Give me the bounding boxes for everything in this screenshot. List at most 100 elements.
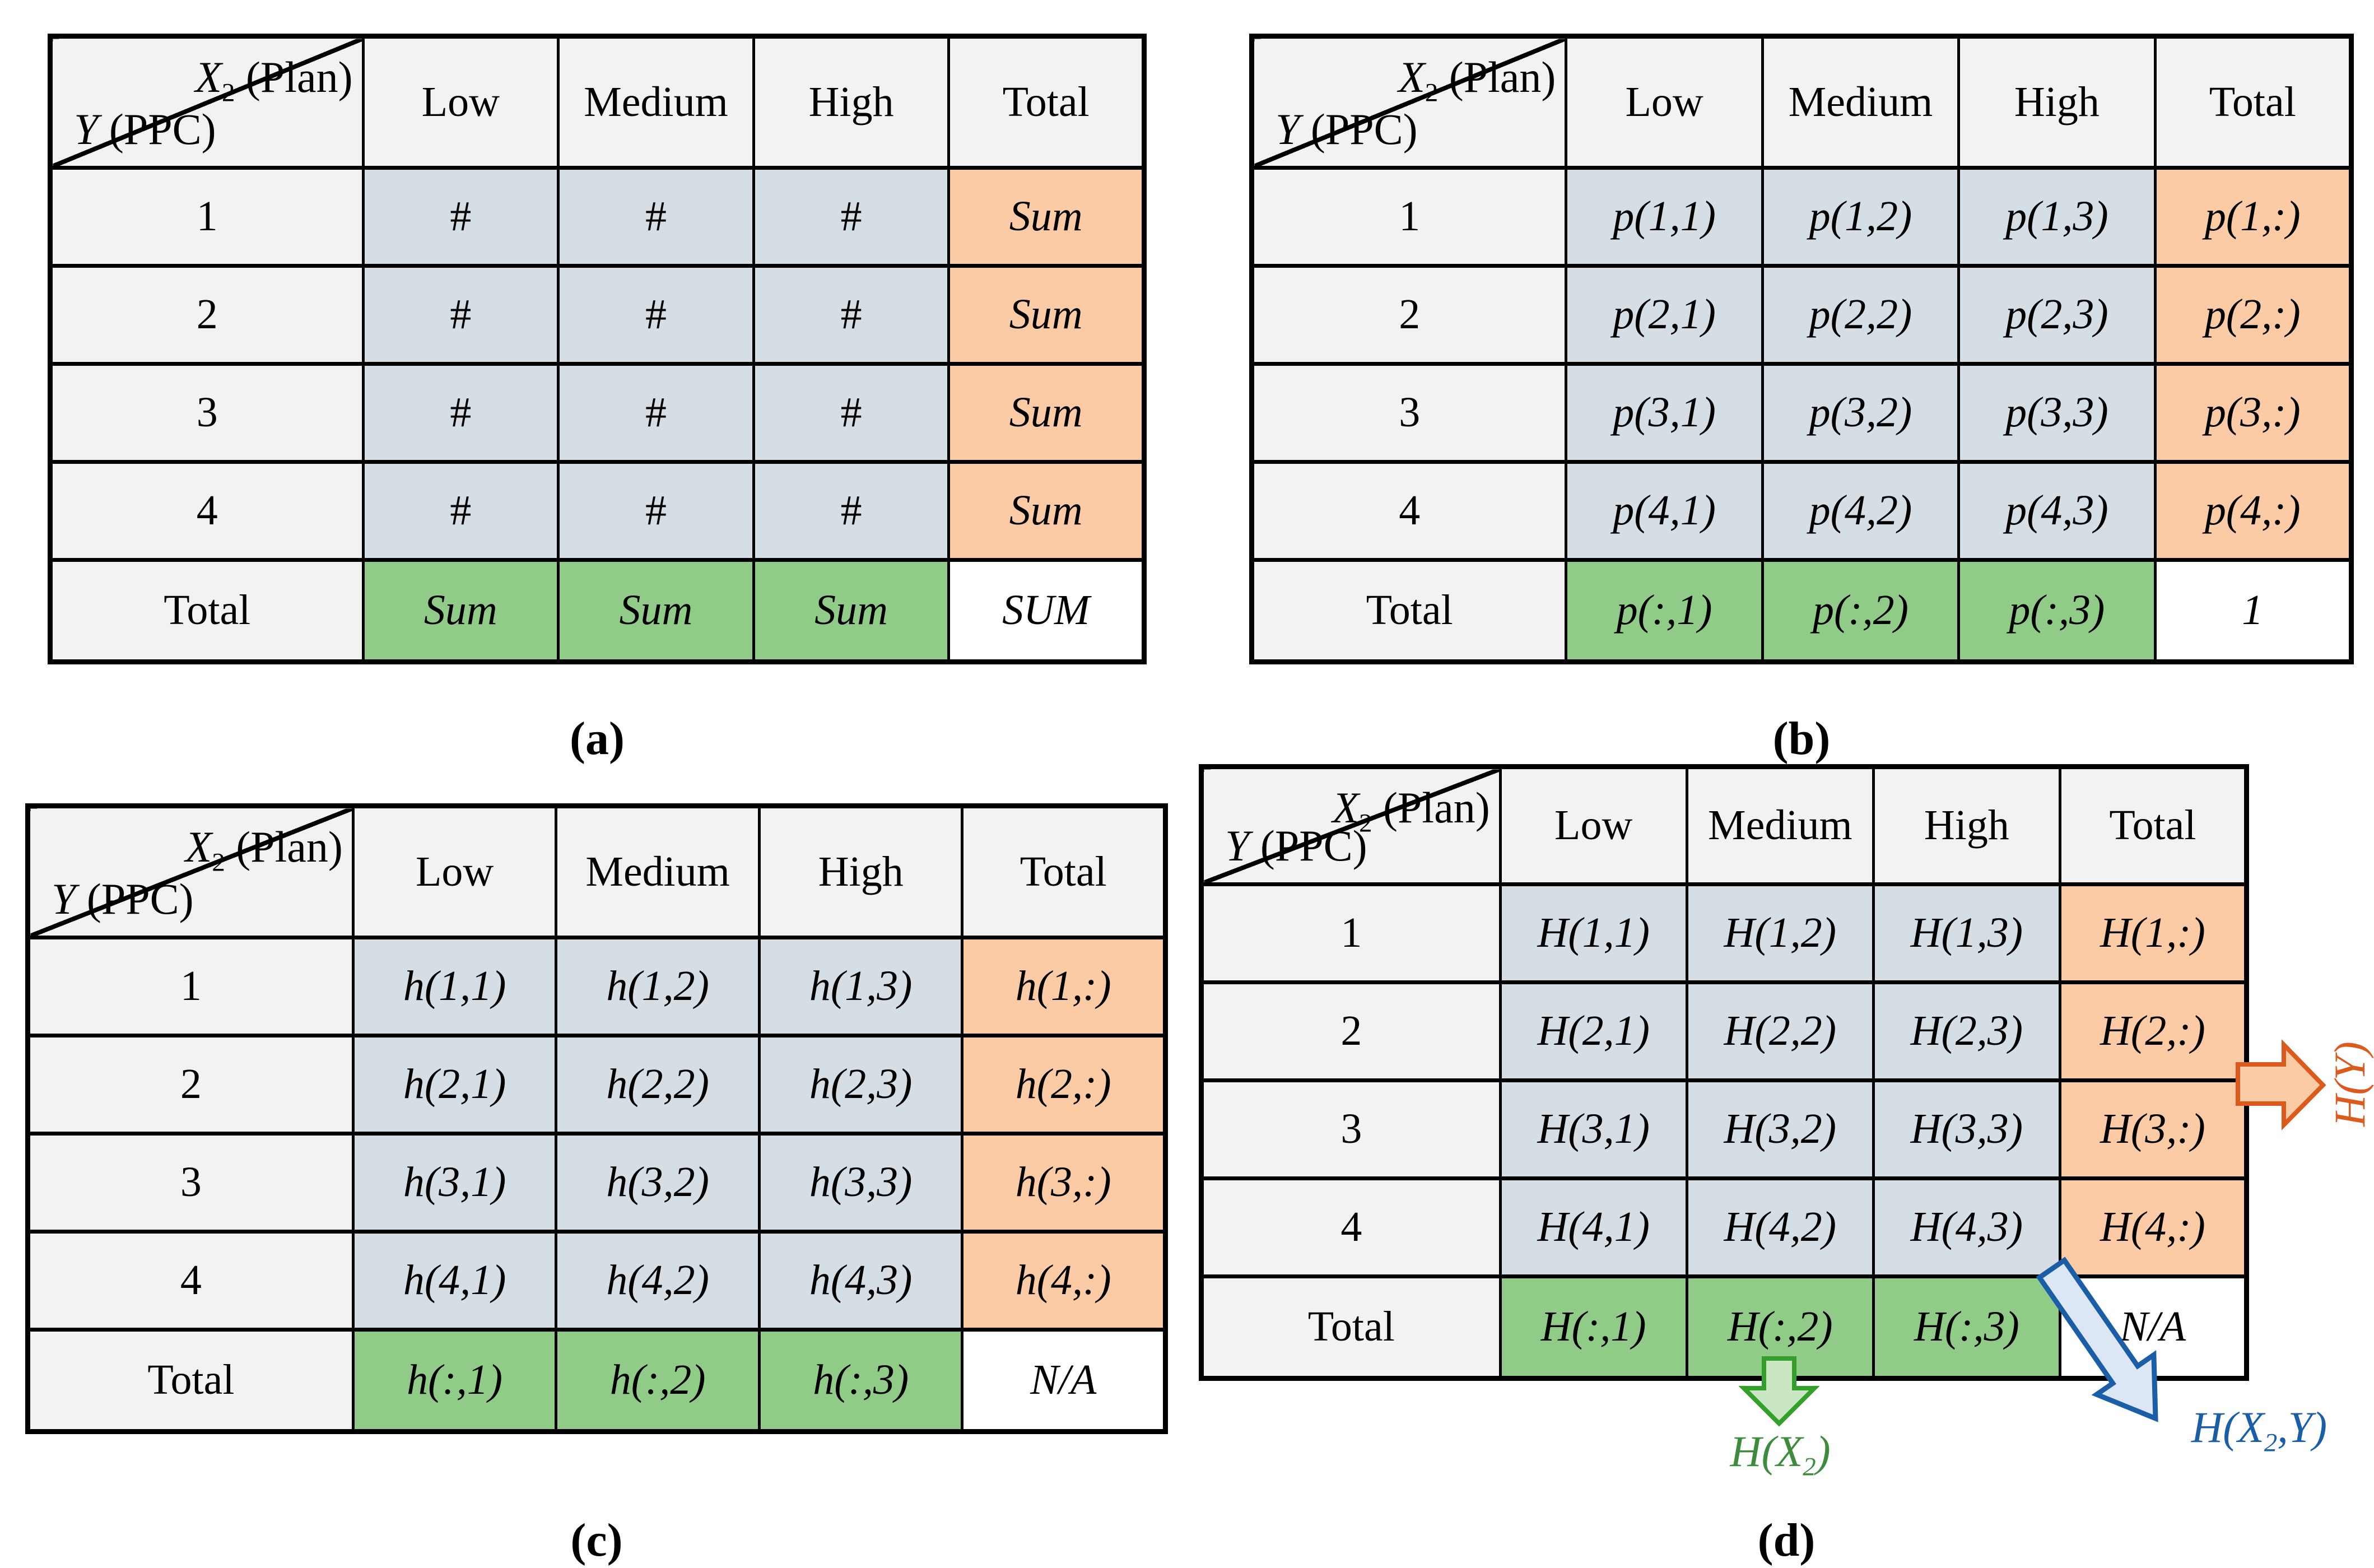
ppc-text: (PPC) — [76, 874, 194, 924]
grand-total-cell: SUM — [947, 558, 1146, 664]
table-a-counts: X2 (Plan) Y (PPC) Low Medium High Total … — [48, 34, 1147, 664]
corner-cell: X2 (Plan) Y (PPC) — [1250, 34, 1568, 170]
row-label: 2 — [1200, 980, 1502, 1082]
data-cell: H(2,2) — [1685, 980, 1875, 1082]
data-cell: # — [361, 166, 560, 268]
table-c-partial-entropy: X2 (Plan) Y (PPC) Low Medium High Total … — [25, 803, 1168, 1434]
data-cell: H(2,1) — [1498, 980, 1688, 1082]
header-row: X2 (Plan) Y (PPC) Low Medium High Total — [1200, 765, 2249, 886]
x2-sub: 2 — [222, 78, 235, 108]
col-header-high: High — [752, 34, 951, 170]
corner-cell: X2 (Plan) Y (PPC) — [26, 804, 355, 939]
table-b-wrap: X2 (Plan) Y (PPC) Low Medium High Total … — [1249, 34, 2354, 664]
panel-c: X2 (Plan) Y (PPC) Low Medium High Total … — [25, 803, 1168, 1568]
x2-var: X — [195, 53, 222, 101]
row-label-total: Total — [1250, 558, 1568, 664]
row-label-total: Total — [49, 558, 365, 664]
x2-var: X — [1398, 53, 1425, 101]
row-total-cell: Sum — [947, 362, 1146, 464]
data-cell: # — [752, 362, 951, 464]
row-label: 1 — [49, 166, 365, 268]
table-row: 3 H(3,1) H(3,2) H(3,3) H(3,:) — [1200, 1078, 2249, 1180]
table-row: 4 p(4,1) p(4,2) p(4,3) p(4,:) — [1250, 460, 2353, 562]
row-label: 2 — [1250, 264, 1568, 366]
y-var: Y — [52, 874, 76, 924]
row-label: 4 — [1200, 1176, 1502, 1278]
y-var: Y — [74, 105, 99, 154]
data-cell: H(4,2) — [1685, 1176, 1875, 1278]
h-x2-label-post: ) — [1816, 1427, 1831, 1476]
col-header-low: Low — [1498, 765, 1688, 886]
data-cell: H(2,3) — [1872, 980, 2061, 1082]
header-row: X2 (Plan) Y (PPC) Low Medium High Total — [49, 34, 1146, 170]
row-total-cell: Sum — [947, 264, 1146, 366]
header-row: X2 (Plan) Y (PPC) Low Medium High Total — [26, 804, 1167, 939]
x2-sub: 2 — [212, 848, 225, 877]
row-total-cell: p(4,:) — [2153, 460, 2353, 562]
col-header-low: Low — [1565, 34, 1764, 170]
caption-c: (c) — [570, 1514, 623, 1566]
table-row: 2 p(2,1) p(2,2) p(2,3) p(2,:) — [1250, 264, 2353, 366]
data-cell: # — [557, 166, 755, 268]
col-total-cell: h(:,3) — [757, 1328, 964, 1434]
data-cell: p(2,3) — [1957, 264, 2157, 366]
table-d-entropy: X2 (Plan) Y (PPC) Low Medium High Total … — [1199, 764, 2249, 1381]
total-row: Total H(:,1) H(:,2) H(:,3) N/A — [1200, 1274, 2249, 1380]
data-cell: # — [361, 460, 560, 562]
h-y-right-arrow-icon — [2236, 1039, 2326, 1130]
ppc-text: (PPC) — [1249, 821, 1367, 871]
h-x2-label-pre: H(X — [1730, 1427, 1803, 1476]
data-cell: p(3,3) — [1957, 362, 2157, 464]
corner-y-ppc-label: Y (PPC) — [52, 875, 194, 923]
table-row: 2 # # # Sum — [49, 264, 1146, 366]
col-total-cell: p(:,2) — [1761, 558, 1961, 664]
row-label: 4 — [1250, 460, 1568, 562]
col-header-total: Total — [2058, 765, 2249, 886]
table-d-wrap: X2 (Plan) Y (PPC) Low Medium High Total … — [1199, 764, 2249, 1381]
col-total-cell: p(:,1) — [1565, 558, 1764, 664]
row-total-cell: p(2,:) — [2153, 264, 2353, 366]
row-total-cell: H(3,:) — [2058, 1078, 2249, 1180]
data-cell: p(3,2) — [1761, 362, 1961, 464]
table-b-probabilities: X2 (Plan) Y (PPC) Low Medium High Total … — [1249, 34, 2354, 664]
corner-x2-plan-label: X2 (Plan) — [185, 823, 343, 876]
total-row: Total h(:,1) h(:,2) h(:,3) N/A — [26, 1328, 1167, 1434]
h-x2-down-arrow-icon — [1738, 1356, 1820, 1427]
col-total-cell: H(:,1) — [1498, 1274, 1688, 1380]
row-total-cell: h(2,:) — [961, 1034, 1167, 1136]
row-label: 1 — [1250, 166, 1568, 268]
row-label-total: Total — [1200, 1274, 1502, 1380]
grand-total-cell: N/A — [961, 1328, 1167, 1434]
corner-y-ppc-label: Y (PPC) — [74, 105, 216, 153]
row-total-cell: h(1,:) — [961, 936, 1167, 1037]
data-cell: # — [361, 264, 560, 366]
table-row: 4 # # # Sum — [49, 460, 1146, 562]
col-header-low: Low — [351, 804, 558, 939]
data-cell: # — [557, 264, 755, 366]
table-row: 1 h(1,1) h(1,2) h(1,3) h(1,:) — [26, 936, 1167, 1037]
table-row: 2 H(2,1) H(2,2) H(2,3) H(2,:) — [1200, 980, 2249, 1082]
table-row: 2 h(2,1) h(2,2) h(2,3) h(2,:) — [26, 1034, 1167, 1136]
data-cell: p(4,1) — [1565, 460, 1764, 562]
corner-cell: X2 (Plan) Y (PPC) — [1200, 765, 1502, 886]
row-label: 3 — [49, 362, 365, 464]
data-cell: H(4,3) — [1872, 1176, 2061, 1278]
col-header-low: Low — [361, 34, 560, 170]
corner-cell: X2 (Plan) Y (PPC) — [49, 34, 365, 170]
row-label: 3 — [26, 1132, 355, 1234]
row-total-cell: Sum — [947, 460, 1146, 562]
data-cell: # — [752, 264, 951, 366]
total-row: Total Sum Sum Sum SUM — [49, 558, 1146, 664]
col-total-cell: Sum — [557, 558, 755, 664]
data-cell: H(3,1) — [1498, 1078, 1688, 1180]
table-c-wrap: X2 (Plan) Y (PPC) Low Medium High Total … — [25, 803, 1168, 1434]
col-total-cell: Sum — [752, 558, 951, 664]
col-header-medium: Medium — [1761, 34, 1961, 170]
row-label: 4 — [26, 1230, 355, 1332]
caption-a: (a) — [570, 713, 625, 765]
corner-x2-plan-label: X2 (Plan) — [1398, 53, 1556, 106]
table-row: 1 H(1,1) H(1,2) H(1,3) H(1,:) — [1200, 882, 2249, 984]
row-label: 4 — [49, 460, 365, 562]
plan-text: (Plan) — [235, 53, 353, 101]
data-cell: h(4,2) — [555, 1230, 761, 1332]
